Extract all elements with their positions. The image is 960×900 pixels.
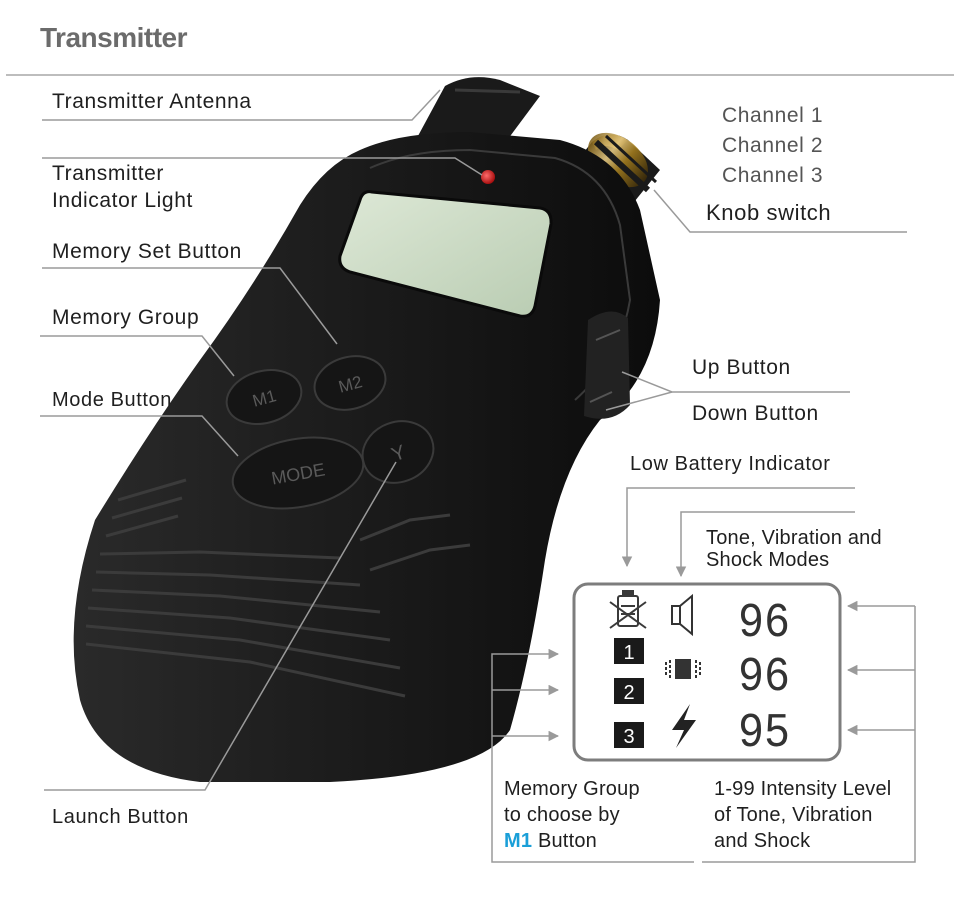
launch-button[interactable]: Y	[354, 411, 442, 492]
shock-intensity-value: 95	[738, 707, 790, 761]
group-1-label: 1	[623, 642, 634, 664]
label-indicator-line1: Transmitter	[52, 162, 164, 185]
label-channel-2: Channel 2	[722, 134, 824, 157]
label-memory-set: Memory Set Button	[52, 240, 242, 263]
m1-button[interactable]: M1	[221, 362, 308, 432]
lcd-detail-panel: 1 2 3 96 96 95	[572, 582, 842, 762]
vibration-intensity-value: 96	[738, 651, 790, 705]
label-mode: Mode Button	[52, 389, 173, 411]
label-indicator-line2: Indicator Light	[52, 189, 193, 212]
label-channel-1: Channel 1	[722, 104, 824, 127]
group-2-label: 2	[623, 682, 634, 704]
indicator-led	[481, 170, 495, 184]
note-memory-line2: to choose by	[504, 804, 620, 826]
note-intensity-line2: of Tone, Vibration	[714, 804, 873, 826]
note-memory-line3-rest: Button	[532, 830, 597, 852]
leader-lines	[40, 89, 916, 863]
vibration-icon	[665, 659, 701, 679]
group-2-indicator: 2	[614, 678, 644, 704]
mode-button[interactable]: MODE	[227, 428, 369, 518]
label-low-battery: Low Battery Indicator	[630, 453, 831, 475]
low-battery-icon	[609, 590, 647, 629]
page-title: Transmitter	[40, 22, 188, 53]
note-intensity-line1: 1-99 Intensity Level	[714, 778, 892, 800]
label-knob-switch: Knob switch	[706, 200, 832, 225]
device-screen	[338, 190, 553, 318]
label-channel-3: Channel 3	[722, 164, 824, 187]
tone-icon	[671, 593, 693, 637]
label-modes-line2: Shock Modes	[706, 549, 830, 571]
label-modes-line1: Tone, Vibration and	[706, 527, 882, 549]
label-down-button: Down Button	[692, 402, 819, 425]
tone-intensity-value: 96	[738, 597, 790, 651]
note-intensity-line3: and Shock	[714, 830, 811, 852]
grip-ridges	[85, 478, 471, 698]
note-memory-line3: M1 Button	[504, 829, 597, 853]
group-3-label: 3	[623, 726, 634, 748]
label-antenna: Transmitter Antenna	[52, 90, 252, 113]
group-1-indicator: 1	[614, 638, 644, 664]
label-memory-group: Memory Group	[52, 306, 200, 329]
group-3-indicator: 3	[614, 722, 644, 748]
side-rocker[interactable]	[584, 311, 630, 419]
label-up-button: Up Button	[692, 356, 791, 379]
label-launch: Launch Button	[52, 806, 189, 828]
shock-icon	[672, 704, 696, 748]
m2-button[interactable]: M2	[308, 349, 391, 418]
note-memory-highlight: M1	[504, 830, 533, 852]
note-memory-line1: Memory Group	[504, 778, 640, 800]
title-divider	[6, 74, 954, 76]
